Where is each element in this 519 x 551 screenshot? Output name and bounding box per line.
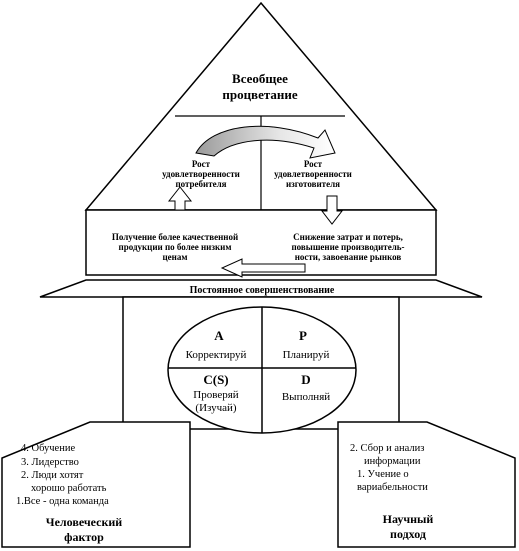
left-arrow [220, 258, 306, 278]
cycle-d-letter: D [301, 372, 310, 387]
cycle-c-label-line2: (Изучай) [195, 402, 237, 414]
lower-left-line2: продукции по более низким [119, 242, 232, 252]
up-arrow [167, 186, 193, 211]
curved-arrow [195, 125, 336, 159]
human-item2-line2: хорошо работать [31, 483, 107, 494]
band-label: Постоянное совершенствование [190, 285, 335, 296]
roof-title-line2: процветание [222, 87, 298, 102]
upper-right-line3: изготовителя [286, 179, 340, 189]
human-item3: 3. Лидерство [21, 457, 79, 468]
cycle-c-letter: C(S) [203, 372, 228, 387]
lower-left-line1: Получение более качественной [112, 232, 238, 242]
lower-right-line3: ности, завоевание рынков [295, 252, 402, 262]
lower-right-line2: повышение производитель- [291, 242, 404, 252]
lower-right-line1: Снижение затрат и потерь, [293, 232, 403, 242]
lower-left-line3: ценам [163, 252, 188, 262]
human-item4: 4. Обучение [21, 443, 75, 454]
human-title-line1: Человеческий [46, 515, 122, 529]
scientific-base [337, 421, 516, 548]
human-item1: 1.Все - одна команда [16, 496, 109, 507]
upper-left-line2: удовлетворенности [162, 169, 240, 179]
cycle-p-letter: P [299, 328, 307, 343]
cycle-d-label: Выполняй [282, 391, 330, 403]
improvement-band [39, 279, 483, 298]
cycle-p-label: Планируй [283, 349, 330, 361]
sci-item1-line1: 1. Учение о [357, 469, 409, 480]
human-title-line2: фактор [64, 530, 104, 544]
upper-left-line1: Рост [192, 159, 211, 169]
human-factor-base [1, 421, 191, 548]
sci-item1-line2: вариабельности [357, 482, 428, 493]
cycle-a-letter: A [214, 328, 224, 343]
sci-title-line2: подход [390, 527, 426, 541]
sci-item2-line1: 2. Сбор и анализ [350, 443, 424, 454]
cycle-c-label-line1: Проверяй [193, 389, 239, 401]
roof-title-line1: Всеобщее [232, 71, 288, 86]
upper-right-line2: удовлетворенности [274, 169, 352, 179]
sci-item2-line2: информации [364, 456, 421, 467]
human-item2-line1: 2. Люди хотят [21, 470, 84, 481]
sci-title-line1: Научный [383, 512, 434, 526]
upper-left-line3: потребителя [175, 179, 226, 189]
upper-right-line1: Рост [304, 159, 323, 169]
down-arrow [320, 195, 344, 225]
cycle-a-label: Корректируй [186, 349, 247, 361]
